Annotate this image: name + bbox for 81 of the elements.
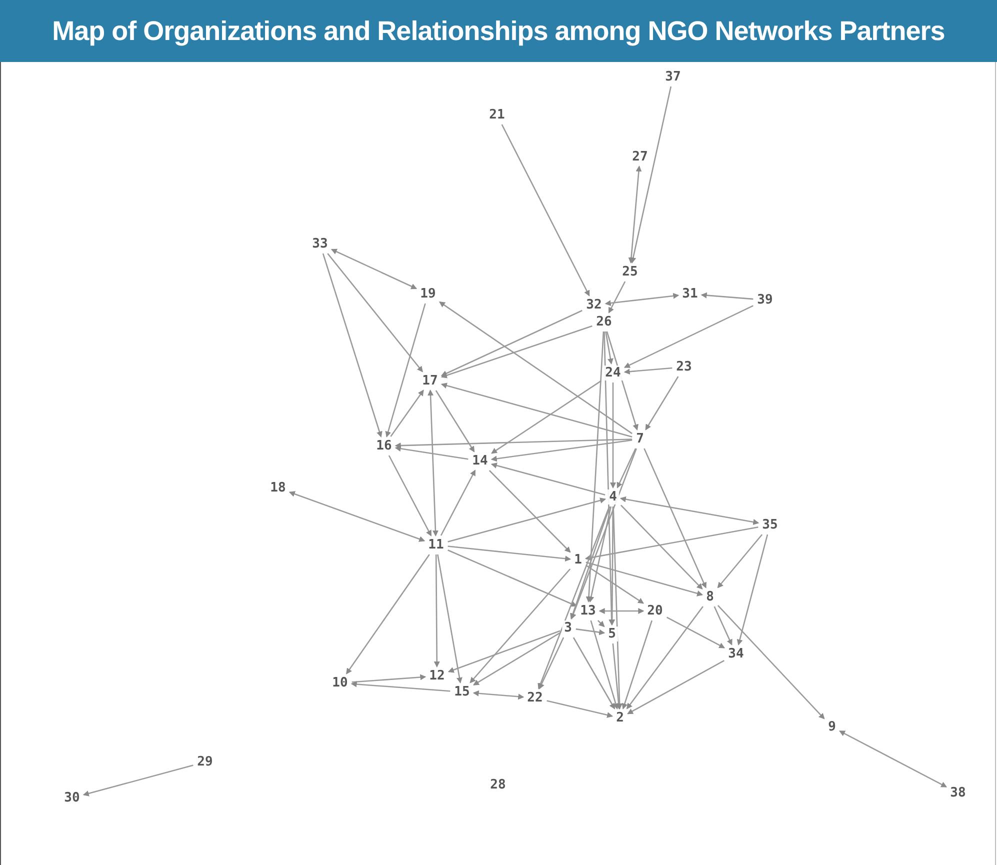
arrow bbox=[472, 632, 560, 686]
arrow bbox=[839, 730, 948, 788]
arrow bbox=[330, 248, 418, 290]
arrow bbox=[604, 331, 615, 626]
arrow bbox=[448, 498, 606, 542]
arrow bbox=[628, 166, 642, 264]
arrow bbox=[434, 554, 440, 668]
arrow bbox=[717, 605, 825, 720]
arrow bbox=[586, 331, 604, 602]
arrow bbox=[606, 331, 638, 430]
arrow bbox=[572, 637, 616, 710]
arrow bbox=[608, 281, 626, 314]
arrow bbox=[288, 491, 426, 542]
arrow bbox=[437, 554, 462, 684]
arrow bbox=[622, 620, 653, 710]
arrow bbox=[388, 455, 432, 536]
arrow bbox=[448, 550, 578, 607]
arrow bbox=[620, 504, 703, 590]
arrow bbox=[490, 439, 632, 462]
arrow bbox=[605, 331, 614, 364]
arrow bbox=[491, 380, 602, 454]
node-label: 4 bbox=[607, 490, 619, 504]
arrow bbox=[472, 690, 524, 700]
arrow bbox=[590, 620, 619, 710]
arrow bbox=[390, 390, 424, 437]
arrow bbox=[588, 506, 612, 602]
arrow bbox=[714, 606, 732, 646]
arrow bbox=[488, 470, 571, 553]
arrow bbox=[616, 448, 636, 488]
arrow bbox=[586, 564, 644, 604]
title-banner: Map of Organizations and Relationships among NGO Networks Partners bbox=[0, 0, 997, 62]
arrow bbox=[440, 325, 592, 378]
arrow bbox=[546, 700, 614, 718]
arrow bbox=[501, 124, 590, 296]
arrow bbox=[350, 681, 450, 692]
arrow bbox=[394, 438, 632, 449]
arrow bbox=[626, 606, 704, 710]
arrow bbox=[584, 526, 758, 561]
arrow bbox=[612, 643, 622, 710]
arrow bbox=[490, 462, 606, 496]
arrow bbox=[604, 292, 680, 306]
arrow bbox=[470, 568, 571, 684]
arrow bbox=[736, 534, 768, 646]
arrow bbox=[428, 390, 438, 536]
arrow bbox=[435, 390, 475, 452]
arrow bbox=[612, 506, 623, 710]
arrow bbox=[394, 446, 468, 460]
arrow bbox=[570, 448, 637, 620]
arrow bbox=[586, 562, 704, 596]
arrow bbox=[352, 674, 426, 683]
arrow bbox=[448, 630, 560, 673]
arrow bbox=[440, 382, 632, 438]
arrow bbox=[645, 376, 679, 430]
arrow bbox=[346, 554, 430, 674]
arrow bbox=[385, 303, 426, 438]
arrow bbox=[644, 448, 706, 588]
arrow bbox=[322, 253, 382, 438]
arrow bbox=[440, 310, 582, 376]
arrow bbox=[666, 616, 726, 648]
arrow bbox=[538, 506, 610, 690]
arrow bbox=[700, 292, 754, 300]
arrow bbox=[448, 546, 572, 562]
arrow bbox=[627, 660, 724, 714]
arrow bbox=[439, 302, 632, 434]
arrow bbox=[82, 764, 194, 796]
arrow bbox=[620, 496, 760, 525]
arrow bbox=[630, 86, 672, 264]
arrow bbox=[624, 367, 672, 375]
node-label: 24 bbox=[603, 366, 623, 380]
arrow bbox=[717, 534, 763, 588]
arrow bbox=[610, 382, 616, 488]
arrow bbox=[609, 506, 616, 626]
arrow bbox=[570, 506, 610, 620]
arrow bbox=[597, 620, 605, 628]
arrow bbox=[624, 305, 754, 368]
arrow bbox=[576, 628, 606, 636]
arrow bbox=[440, 470, 476, 536]
arrow bbox=[327, 253, 423, 372]
arrow bbox=[598, 608, 644, 614]
node-label: 5 bbox=[606, 626, 618, 642]
arrow bbox=[538, 637, 564, 690]
